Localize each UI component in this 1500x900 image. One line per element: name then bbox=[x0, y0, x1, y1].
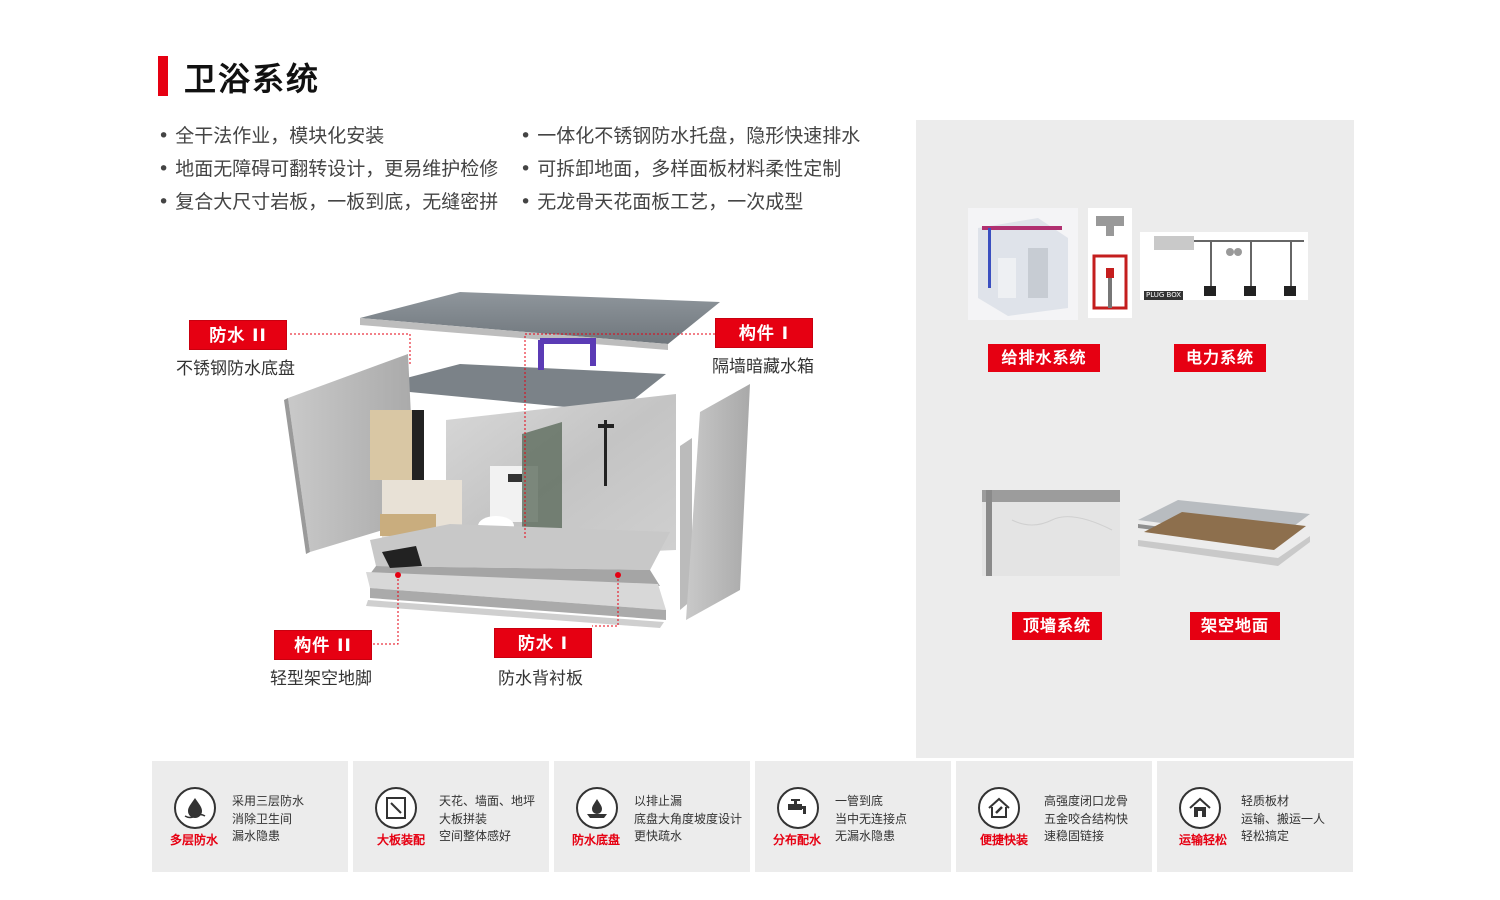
ceiling-wall-thumbnail bbox=[982, 490, 1120, 576]
tray-drop-icon bbox=[576, 787, 618, 829]
electric-system-thumbnail bbox=[1140, 232, 1308, 300]
card-text: 一管到底 当中无连接点 无漏水隐患 bbox=[835, 793, 907, 846]
tag-component-1: 构件 I bbox=[715, 318, 813, 348]
feature-item: • 地面无障碍可翻转设计，更易维护检修 bbox=[158, 158, 499, 180]
plug-box-label: PLUG BOX bbox=[1144, 291, 1184, 300]
card-line: 一管到底 bbox=[835, 794, 884, 808]
tag-waterproof-1: 防水 I bbox=[494, 628, 592, 658]
card-line: 速稳固链接 bbox=[1044, 829, 1105, 843]
card-label: 分布配水 bbox=[773, 833, 822, 847]
card-line: 消除卫生间 bbox=[232, 811, 293, 826]
card-text: 天花、墙面、地坪 大板拼装 空间整体感好 bbox=[439, 793, 535, 846]
card-easy-transport: 运输轻松 轻质板材 运输、搬运一人 轻松搞定 bbox=[1157, 761, 1353, 872]
card-line: 五金咬合结构快 bbox=[1044, 811, 1129, 826]
panel-icon bbox=[375, 787, 417, 829]
feature-item: • 一体化不锈钢防水托盘，隐形快速排水 bbox=[520, 125, 861, 147]
card-label: 多层防水 bbox=[170, 833, 219, 847]
card-label: 防水底盘 bbox=[572, 833, 621, 847]
tag-component-1-desc: 隔墙暗藏水箱 bbox=[712, 357, 814, 377]
tag-waterproof-2-desc: 不锈钢防水底盘 bbox=[176, 359, 295, 379]
card-line: 以排止漏 bbox=[634, 794, 683, 808]
wrench-house-icon bbox=[978, 787, 1020, 829]
water-drop-icon bbox=[174, 787, 216, 829]
card-line: 空间整体感好 bbox=[439, 829, 512, 843]
feature-item: • 无龙骨天花面板工艺，一次成型 bbox=[520, 191, 804, 213]
card-line: 高强度闭口龙骨 bbox=[1044, 794, 1129, 808]
feature-cards: 多层防水 采用三层防水 消除卫生间 漏水隐患 大板装配 天花、墙面、地坪 大板拼… bbox=[152, 761, 1354, 872]
card-line: 漏水隐患 bbox=[232, 829, 281, 843]
drain-thumbnail bbox=[1088, 208, 1132, 318]
card-waterproof-tray: 防水底盘 以排止漏 底盘大角度坡度设计 更快疏水 bbox=[554, 761, 750, 872]
card-line: 运输、搬运一人 bbox=[1241, 811, 1326, 826]
card-line: 当中无连接点 bbox=[835, 811, 908, 826]
card-label: 运输轻松 bbox=[1179, 833, 1228, 847]
card-quick-install: 便捷快装 高强度闭口龙骨 五金咬合结构快 速稳固链接 bbox=[956, 761, 1152, 872]
card-line: 底盘大角度坡度设计 bbox=[634, 811, 743, 826]
systems-panel: PLUG BOX 给排水系统 电力系统 顶墙系统 架空地面 bbox=[916, 120, 1354, 758]
card-line: 更快疏水 bbox=[634, 829, 683, 843]
label-water-system: 给排水系统 bbox=[988, 344, 1100, 372]
label-raised-floor: 架空地面 bbox=[1190, 612, 1280, 640]
feature-list: • 全干法作业，模块化安装 • 一体化不锈钢防水托盘，隐形快速排水 • 地面无障… bbox=[158, 124, 898, 214]
feature-item: • 复合大尺寸岩板，一板到底，无缝密拼 bbox=[158, 191, 499, 213]
house-icon bbox=[1179, 787, 1221, 829]
card-large-panel-assembly: 大板装配 天花、墙面、地坪 大板拼装 空间整体感好 bbox=[353, 761, 549, 872]
card-line: 轻质板材 bbox=[1241, 794, 1290, 808]
page-title: 卫浴系统 bbox=[184, 60, 321, 98]
feature-item: • 全干法作业，模块化安装 bbox=[158, 125, 385, 147]
card-text: 采用三层防水 消除卫生间 漏水隐患 bbox=[232, 793, 304, 846]
card-line: 无漏水隐患 bbox=[835, 829, 896, 843]
label-ceiling-wall-system: 顶墙系统 bbox=[1012, 612, 1102, 640]
tag-waterproof-2: 防水 II bbox=[189, 320, 287, 350]
card-multilayer-waterproof: 多层防水 采用三层防水 消除卫生间 漏水隐患 bbox=[152, 761, 348, 872]
card-text: 轻质板材 运输、搬运一人 轻松搞定 bbox=[1241, 793, 1325, 846]
card-text: 以排止漏 底盘大角度坡度设计 更快疏水 bbox=[634, 793, 742, 846]
feature-item: • 可拆卸地面，多样面板材料柔性定制 bbox=[520, 158, 842, 180]
title-accent-bar bbox=[158, 56, 168, 96]
card-distributed-water: 分布配水 一管到底 当中无连接点 无漏水隐患 bbox=[755, 761, 951, 872]
card-line: 天花、墙面、地坪 bbox=[439, 794, 536, 808]
tag-component-2: 构件 II bbox=[274, 630, 372, 660]
water-system-thumbnail bbox=[968, 208, 1078, 320]
tag-waterproof-1-desc: 防水背衬板 bbox=[498, 669, 583, 689]
raised-floor-thumbnail bbox=[1138, 500, 1310, 572]
card-line: 采用三层防水 bbox=[232, 794, 305, 808]
card-line: 大板拼装 bbox=[439, 811, 488, 826]
faucet-icon bbox=[777, 787, 819, 829]
exploded-bathroom-diagram: 防水 II 不锈钢防水底盘 构件 I 隔墙暗藏水箱 构件 II 轻型架空地脚 防… bbox=[160, 270, 880, 710]
card-text: 高强度闭口龙骨 五金咬合结构快 速稳固链接 bbox=[1044, 793, 1128, 846]
card-label: 便捷快装 bbox=[980, 833, 1029, 847]
bathroom-illustration bbox=[284, 292, 750, 645]
card-line: 轻松搞定 bbox=[1241, 829, 1290, 843]
tag-component-2-desc: 轻型架空地脚 bbox=[270, 669, 372, 689]
card-label: 大板装配 bbox=[377, 833, 426, 847]
label-electric-system: 电力系统 bbox=[1174, 344, 1266, 372]
